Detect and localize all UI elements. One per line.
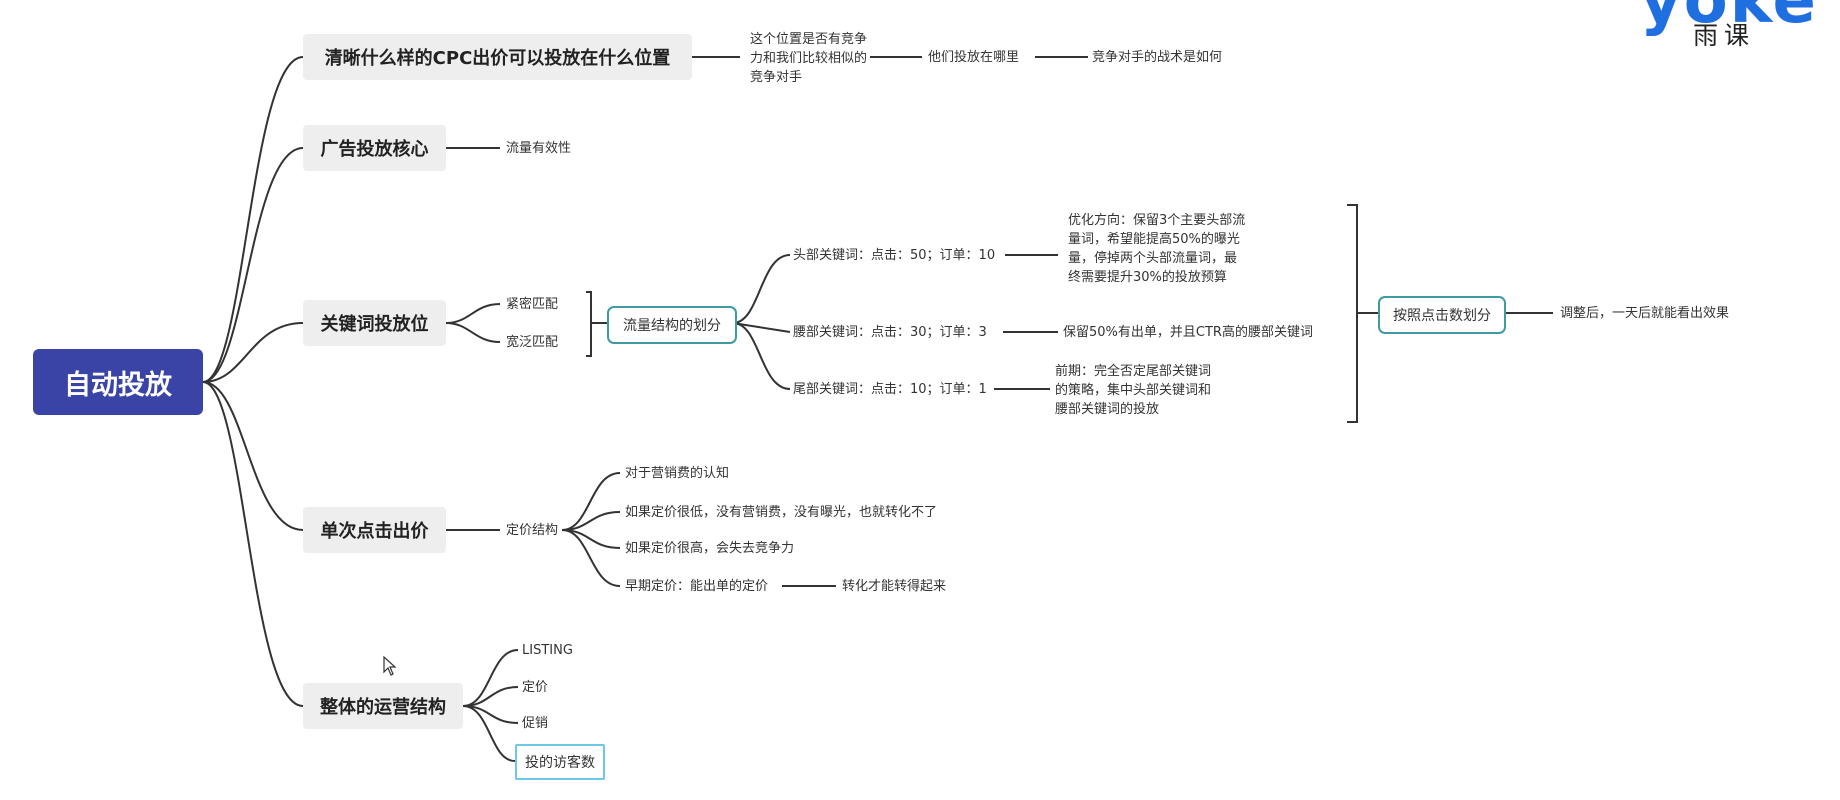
branch-position[interactable]: 清晰什么样的CPC出价可以投放在什么位置 (303, 34, 692, 80)
branch-ops[interactable]: 整体的运营结构 (303, 683, 463, 729)
head-keyword[interactable]: 头部关键词：点击：50；订单：10 (793, 248, 996, 263)
ops-item[interactable]: 定价 (522, 680, 549, 695)
result-note[interactable]: 调整后，一天后就能看出效果 (1560, 306, 1730, 321)
tail-keyword[interactable]: 尾部关键词：点击：10；订单：1 (793, 382, 987, 397)
cpc-item[interactable]: 如果定价很高，会失去竞争力 (625, 541, 795, 556)
core-leaf[interactable]: 流量有效性 (506, 141, 572, 156)
by-clicks-box[interactable]: 按照点击数划分 (1378, 296, 1506, 334)
cpc-item[interactable]: 如果定价很低，没有营销费，没有曝光，也就转化不了 (625, 505, 938, 520)
cpc-item[interactable]: 早期定价：能出单的定价 (625, 579, 769, 594)
tail-note[interactable]: 前期：完全否定尾部关键词的策略，集中头部关键词和腰部关键词的投放 (1055, 364, 1212, 417)
match-broad[interactable]: 宽泛匹配 (506, 335, 559, 350)
pricing-structure[interactable]: 定价结构 (506, 523, 559, 538)
branch-cpc[interactable]: 单次点击出价 (303, 507, 446, 553)
position-tactics[interactable]: 竞争对手的战术是如何 (1092, 50, 1223, 65)
root-node[interactable]: 自动投放 (33, 349, 203, 415)
head-note[interactable]: 优化方向：保留3个主要头部流量词，希望能提高50%的曝光量，停掉两个头部流量词，… (1068, 213, 1246, 285)
early-note[interactable]: 转化才能转得起来 (842, 579, 947, 594)
logo-cn-text: 雨课 (1693, 21, 1756, 50)
ops-item[interactable]: LISTING (522, 643, 573, 658)
position-question[interactable]: 这个位置是否有竞争力和我们比较相似的竞争对手 (750, 32, 868, 85)
waist-keyword[interactable]: 腰部关键词：点击：30；订单：3 (793, 325, 987, 340)
ops-item-selected[interactable]: 投的访客数 (515, 744, 605, 780)
branch-core[interactable]: 广告投放核心 (303, 125, 446, 171)
cpc-item[interactable]: 对于营销费的认知 (625, 466, 730, 481)
brand-logo: yoke 雨课 (1640, 0, 1840, 58)
mouse-cursor-icon (383, 656, 397, 676)
waist-note[interactable]: 保留50%有出单，并且CTR高的腰部关键词 (1063, 325, 1313, 340)
match-exact[interactable]: 紧密匹配 (506, 297, 559, 312)
ops-item[interactable]: 促销 (522, 716, 549, 731)
logo-brand-text: yoke (1640, 0, 1818, 38)
branch-keyword[interactable]: 关键词投放位 (303, 300, 446, 346)
position-where[interactable]: 他们投放在哪里 (928, 50, 1020, 65)
structure-box[interactable]: 流量结构的划分 (607, 306, 737, 344)
